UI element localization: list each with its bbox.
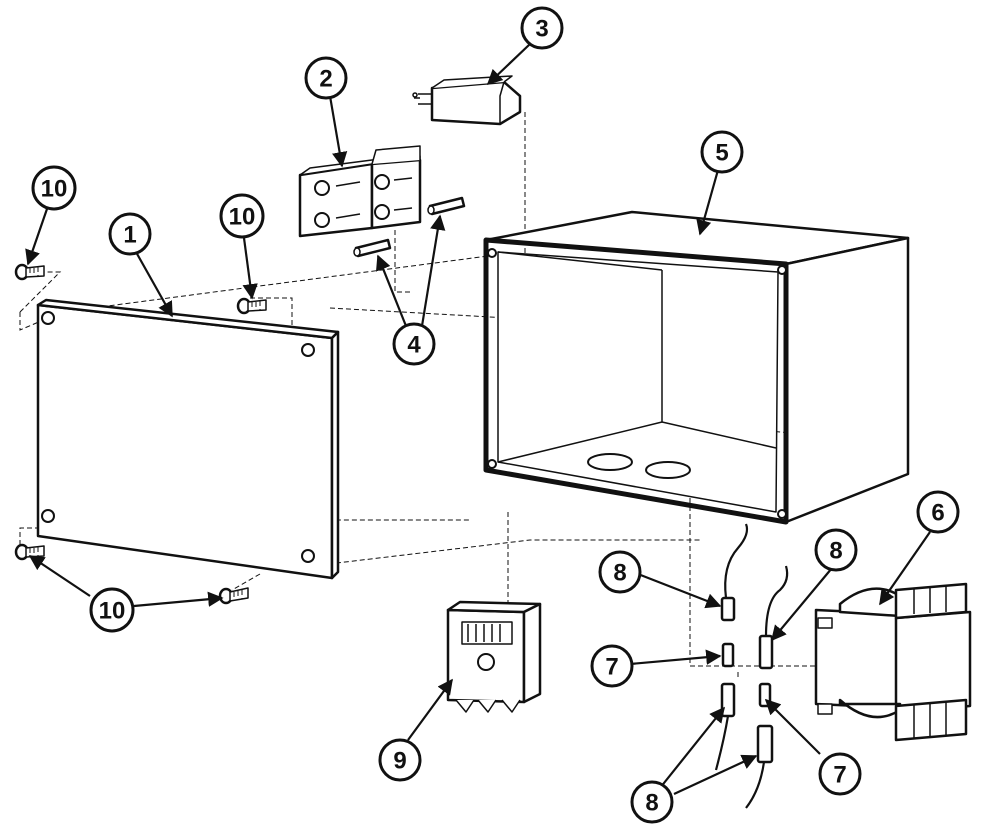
callout-7-left: 7 [590,644,634,688]
callout-9: 9 [378,738,422,782]
screw-top-middle [236,297,267,315]
cover-hole-top-right [301,343,315,357]
callout-3: 3 [520,6,564,50]
cover-hole-bottom-left [41,509,55,523]
callout-8-bottom: 8 [630,780,674,824]
enclosure-box [483,210,910,525]
callout-4-label: 4 [407,332,421,359]
callout-9-label: 9 [393,748,406,775]
callout-8-bottom-label: 8 [645,790,658,817]
connector-8-lower-right [756,724,774,764]
callout-2: 2 [304,56,348,100]
screw-bottom-left [14,543,45,561]
callout-3-label: 3 [535,16,548,43]
connector-8-lower-left [720,682,736,718]
filter-module [412,75,522,126]
fuse-right [427,196,466,216]
callout-2-label: 2 [319,66,332,93]
connector-7-left [721,642,735,668]
leader-arrows [25,43,931,795]
wire-connectors [714,523,789,809]
callout-8-upper-left-label: 8 [613,560,626,587]
fuse-left [353,238,392,258]
callout-4: 4 [392,322,436,366]
transformer [814,582,972,742]
callout-8-upper-left: 8 [598,550,642,594]
callout-10-top-left: 10 [31,165,77,211]
cover-hole-top-left [41,311,55,325]
cover-hole-bottom-right [301,549,315,563]
callout-10-bottom: 10 [89,587,135,633]
callout-6: 6 [916,490,960,534]
cover-plate [36,298,340,580]
connector-8-upper-left [720,596,736,622]
callout-5: 5 [700,130,744,174]
callout-1-label: 1 [123,222,136,249]
callout-10-top-middle-label: 10 [229,204,256,231]
callout-7-right-label: 7 [833,762,846,789]
terminal-block [298,145,422,238]
connector-8-upper-right [758,634,774,670]
callout-7-right: 7 [818,752,862,796]
screw-bottom-middle [218,587,249,605]
callout-1: 1 [108,212,152,256]
callout-7-left-label: 7 [605,654,618,681]
callout-6-label: 6 [931,500,944,527]
callout-5-label: 5 [715,140,728,167]
callout-10-bottom-label: 10 [99,598,126,625]
relay-module [446,600,542,713]
callout-8-upper-right: 8 [814,528,858,572]
screw-top-left [14,263,45,281]
callout-8-upper-right-label: 8 [829,538,842,565]
callout-10-top-left-label: 10 [41,176,68,203]
callout-10-top-middle: 10 [219,193,265,239]
